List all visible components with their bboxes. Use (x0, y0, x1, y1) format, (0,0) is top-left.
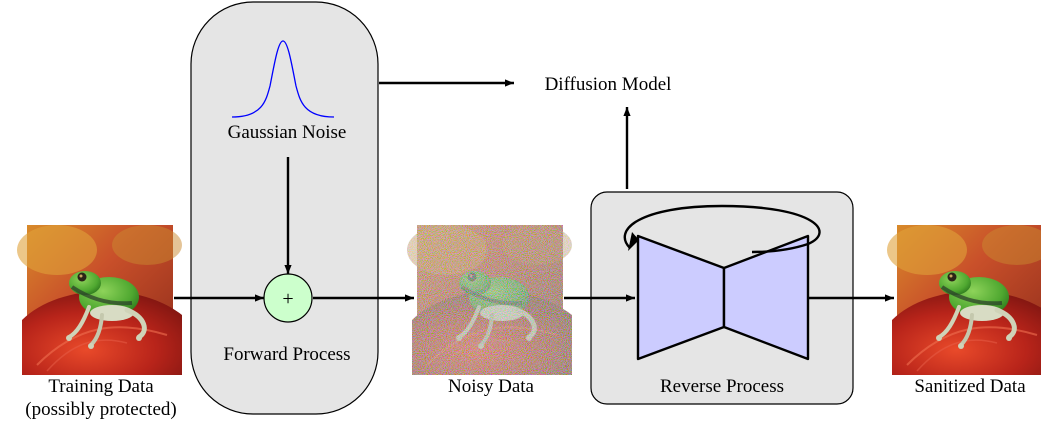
training-data-image (17, 225, 182, 375)
forward-process-label: Forward Process (223, 344, 350, 365)
sanitized-data-label: Sanitized Data (914, 376, 1026, 397)
adder-circle-icon (263, 273, 313, 323)
noisy-data-label: Noisy Data (448, 376, 535, 397)
decoder-shape (722, 234, 810, 361)
adder-plus-symbol: + (282, 288, 293, 310)
gaussian-curve-icon (231, 40, 335, 118)
loop-arrowhead-icon (628, 232, 639, 251)
iteration-loop-arrow (623, 204, 821, 254)
training-data-sublabel: (possibly protected) (25, 399, 176, 420)
forward-process-panel (190, 1, 379, 415)
reverse-process-label: Reverse Process (660, 376, 784, 397)
gaussian-noise-label: Gaussian Noise (228, 122, 347, 143)
diffusion-model-label: Diffusion Model (545, 74, 672, 95)
sanitized-data-image (887, 225, 1041, 375)
training-data-label: Training Data (48, 376, 154, 397)
noisy-data-image (407, 225, 572, 375)
